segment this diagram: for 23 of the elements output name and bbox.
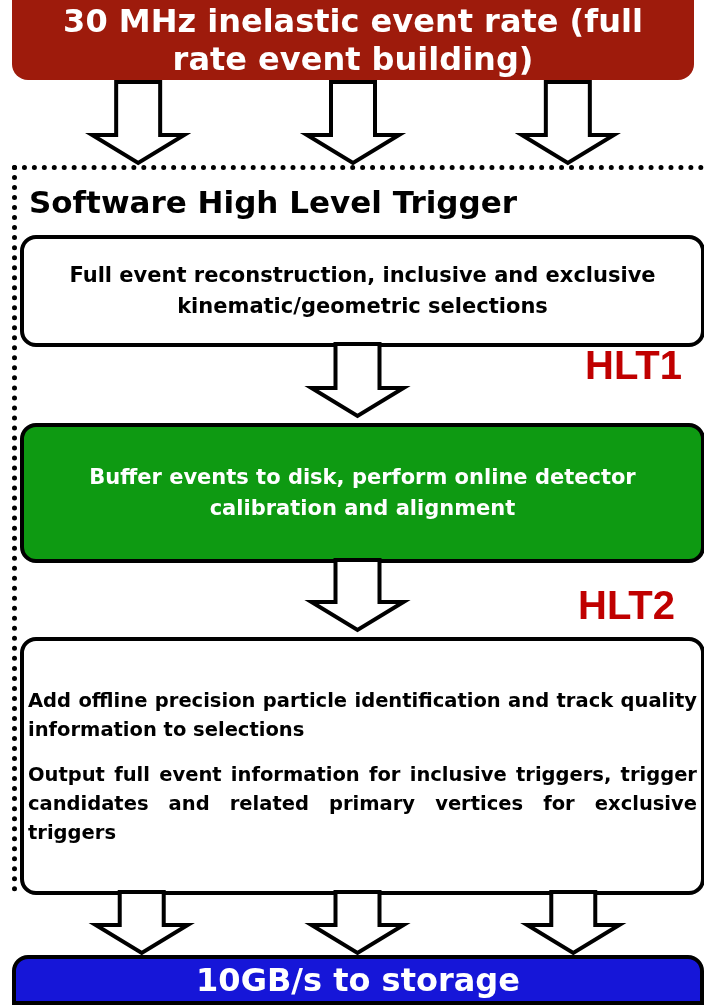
hollow-arrow — [299, 80, 407, 166]
process-box — [20, 423, 704, 563]
hollow-arrow — [88, 890, 195, 956]
hollow-arrow — [304, 558, 411, 633]
process-box — [20, 637, 704, 895]
box-text: 10GB/s to storage — [196, 962, 520, 998]
process-box — [20, 235, 704, 347]
box-text: Full event reconstruction, inclusive and exclusive kinematic/geometric selections — [68, 262, 657, 320]
stage-label: HLT1 — [585, 343, 683, 387]
box-text: 30 MHz inelastic event rate (full rate event building) — [62, 2, 644, 78]
hollow-arrow — [520, 890, 627, 956]
stage-label: HLT2 — [578, 583, 676, 627]
hollow-arrow — [514, 80, 621, 166]
box-text: Output full event information for inclusive triggers, trigger candidates and related primary vertices for exclusive triggers — [28, 761, 697, 846]
hollow-arrow — [85, 80, 192, 166]
box-text: Add offline precision particle identification and track quality information to selections — [28, 687, 697, 743]
group-title: Software High Level Trigger — [29, 183, 517, 222]
hollow-arrow — [304, 890, 411, 956]
process-box — [12, 0, 694, 80]
dotted-group-frame — [12, 165, 704, 892]
box-text: Buffer events to disk, perform online detector calibration and alignment — [88, 464, 637, 522]
process-box — [12, 955, 704, 1005]
hollow-arrow — [304, 342, 411, 419]
